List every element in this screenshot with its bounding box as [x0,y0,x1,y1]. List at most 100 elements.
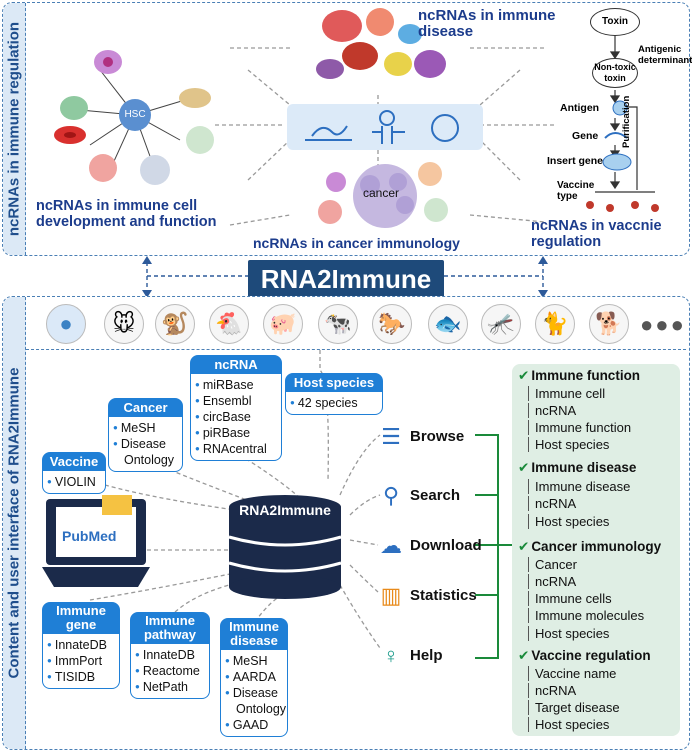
feature-item: Host species [528,626,609,641]
feature-item: ncRNA [528,574,576,589]
feature-item: Cancer [528,557,577,572]
ncrna-source-item: piRBase [195,425,277,441]
ncrna-structures-icons [305,110,459,144]
pubmed-monitor-icon [42,495,150,587]
horse-icon: 🐎 [372,304,412,344]
layers-icon: ☰ [381,424,401,449]
feature-item: Immune cells [528,591,612,606]
immune-pathway-tag-list: InnateDB Reactome NetPath [130,644,210,699]
feature-item: ncRNA [528,403,576,418]
app-title: RNA2Immune [248,260,444,298]
immune-cell-development-caption: ncRNAs in immune cell development and fu… [36,198,217,230]
search-label: Search [410,486,461,504]
host-species-tag-list: 42 species [285,392,383,415]
chicken-icon: 🐔 [209,304,249,344]
pig-icon: 🐖 [263,304,303,344]
cancer-source-item: Disease [113,436,178,452]
non-toxic-label: Non-toxic toxin [594,62,636,83]
immune-disease-caption: ncRNAs in immune disease [418,8,568,40]
top-connector-lines [215,47,555,226]
search-icon: ⚲ [382,483,400,508]
antigen-label: Antigen [560,102,600,114]
immune-pathway-item: Reactome [135,663,205,679]
immune-disease-illustration [316,8,446,79]
feature-item: ncRNA [528,496,576,511]
chart-icon: ▥ [380,583,402,608]
immune-gene-item: ImmPort [47,653,115,669]
browse-button[interactable]: ☰ Browse [378,424,464,450]
immune-gene-tag-list: InnateDB ImmPort TISIDB [42,634,120,689]
host-species-tag-title: Host species [285,373,383,392]
content-interface-sidebar: Content and user interface of RNA2Immune [3,297,26,749]
immune-disease-item: MeSH [225,653,283,669]
statistics-label: Statistics [410,586,477,604]
search-button[interactable]: ⚲ Search [378,483,460,509]
cancer-label: cancer [363,186,400,200]
help-button[interactable]: ♀ Help [378,643,443,669]
vaccine-source-tag: Vaccine VIOLIN [42,452,106,494]
host-species-tag: Host species 42 species [285,373,383,415]
ncrna-source-item: RNAcentral [195,441,277,457]
mosquito-icon: 🦟 [481,304,521,344]
hsc-label: HSC [124,109,146,120]
help-label: Help [410,646,443,664]
more-icon: ●●● [640,312,686,337]
feature-item: Host species [528,437,609,452]
dog-icon: 🐕 [589,304,629,344]
database-icon [228,495,342,599]
ncrna-source-item: Ensembl [195,393,277,409]
feature-item: Vaccine name [528,666,616,681]
immune-pathway-tag-title: Immune pathway [130,612,210,644]
download-label: Download [410,536,482,554]
cancer-tag-list: MeSH Disease Ontology [108,417,183,472]
feature-item: Host species [528,514,609,529]
immune-gene-item: InnateDB [47,637,115,653]
immune-gene-tag: Immune gene InnateDB ImmPort TISIDB [42,602,120,689]
immune-disease-item: Ontology [236,702,287,716]
immune-regulation-sidebar: ncRNAs in immune regulation [3,3,26,255]
feature-item: Host species [528,717,609,732]
ncrna-source-tag: ncRNA miRBase Ensembl circBase piRBase R… [190,355,282,461]
feature-item: Immune molecules [528,608,644,623]
vaccine-tag-list: VIOLIN [42,471,106,494]
statistics-button[interactable]: ▥ Statistics [378,583,477,609]
immune-regulation-panel: ncRNAs in immune regulation [2,2,690,256]
toxin-label: Toxin [602,16,628,27]
immune-disease-item: GAAD [225,717,283,733]
gene-label: Gene [572,130,599,142]
immune-gene-item: TISIDB [47,669,115,685]
download-button[interactable]: ☁ Download [378,533,482,559]
ncrna-tag-list: miRBase Ensembl circBase piRBase RNAcent… [190,374,282,461]
host-species-item: 42 species [290,395,378,411]
lightbulb-icon: ♀ [382,643,400,668]
feature-item: Immune cell [528,386,605,401]
cancer-tag-title: Cancer [108,398,183,417]
species-row-divider [26,349,686,350]
immune-pathway-tag: Immune pathway InnateDB Reactome NetPath [130,612,210,699]
browse-label: Browse [410,427,465,445]
immune-pathway-item: InnateDB [135,647,205,663]
title-connector-arrows [142,256,548,298]
immune-function-heading: Immune function [518,368,640,384]
immune-disease-tag-title: Immune disease [220,618,288,650]
immune-disease-caption-text: ncRNAs in immune disease [418,7,556,40]
fish-icon: 🐟 [428,304,468,344]
vaccine-tag-title: Vaccine [42,452,106,471]
ncrna-source-item: circBase [195,409,277,425]
immune-gene-tag-title: Immune gene [42,602,120,634]
pubmed-label: PubMed [62,528,117,544]
feature-item: Immune function [528,420,631,435]
ncrna-source-item: miRBase [195,377,277,393]
cancer-immunology-caption: ncRNAs in cancer immunology [253,235,460,251]
immune-disease-item: AARDA [225,669,283,685]
cloud-download-icon: ☁ [380,533,402,558]
cancer-source-tag: Cancer MeSH Disease Ontology [108,398,183,472]
cancer-source-item: MeSH [113,420,178,436]
feature-item: ncRNA [528,683,576,698]
cancer-illustration [318,162,448,228]
immune-disease-heading: Immune disease [518,460,636,476]
insert-gene-label: Insert gene [547,155,604,167]
vaccine-regulation-caption: ncRNAs in vaccnie regulation [531,218,662,250]
monkey-icon: 🐒 [155,304,195,344]
immune-disease-tag-list: MeSH AARDA Disease Ontology GAAD [220,650,288,737]
